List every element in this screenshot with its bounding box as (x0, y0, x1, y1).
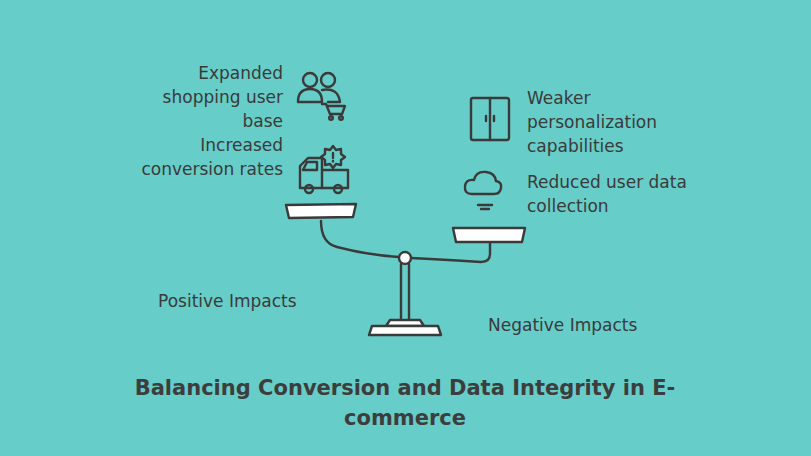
side-heading: Positive Impacts (158, 289, 358, 313)
wardrobe-icon (471, 98, 509, 140)
cloud-lines (478, 205, 492, 209)
cart-wheel (339, 116, 343, 120)
scale-base (369, 326, 441, 335)
drawback-label: Reduced user data collection (527, 170, 689, 218)
scale-beam-left (321, 221, 399, 257)
left-pan (286, 204, 356, 218)
diagram-title: Balancing Conversion and Data Integrity … (105, 373, 705, 433)
alert-badge (321, 146, 345, 168)
person-body (298, 89, 322, 102)
side-heading: Negative Impacts (488, 313, 688, 337)
scale-pivot (399, 252, 411, 264)
truck-wheel (334, 185, 342, 193)
benefit-label: Increased conversion rates (138, 133, 283, 181)
alert-mark (332, 153, 334, 162)
cloud-icon (465, 172, 501, 194)
drawback-label: Weaker personalization capabilities (527, 86, 689, 158)
person-body (322, 90, 340, 103)
truck-window (303, 162, 317, 170)
scale-post (401, 264, 409, 320)
truck-wheel (305, 185, 313, 193)
benefit-label: Expanded shopping user base (138, 61, 283, 133)
scale-beam-right (411, 243, 490, 262)
truck-cab (300, 158, 322, 188)
wardrobe-doors (486, 98, 494, 140)
person-head (321, 73, 335, 87)
cart-wheel (329, 116, 333, 120)
cart-icon (322, 104, 345, 114)
right-pan (453, 228, 525, 242)
person-head (303, 73, 317, 87)
